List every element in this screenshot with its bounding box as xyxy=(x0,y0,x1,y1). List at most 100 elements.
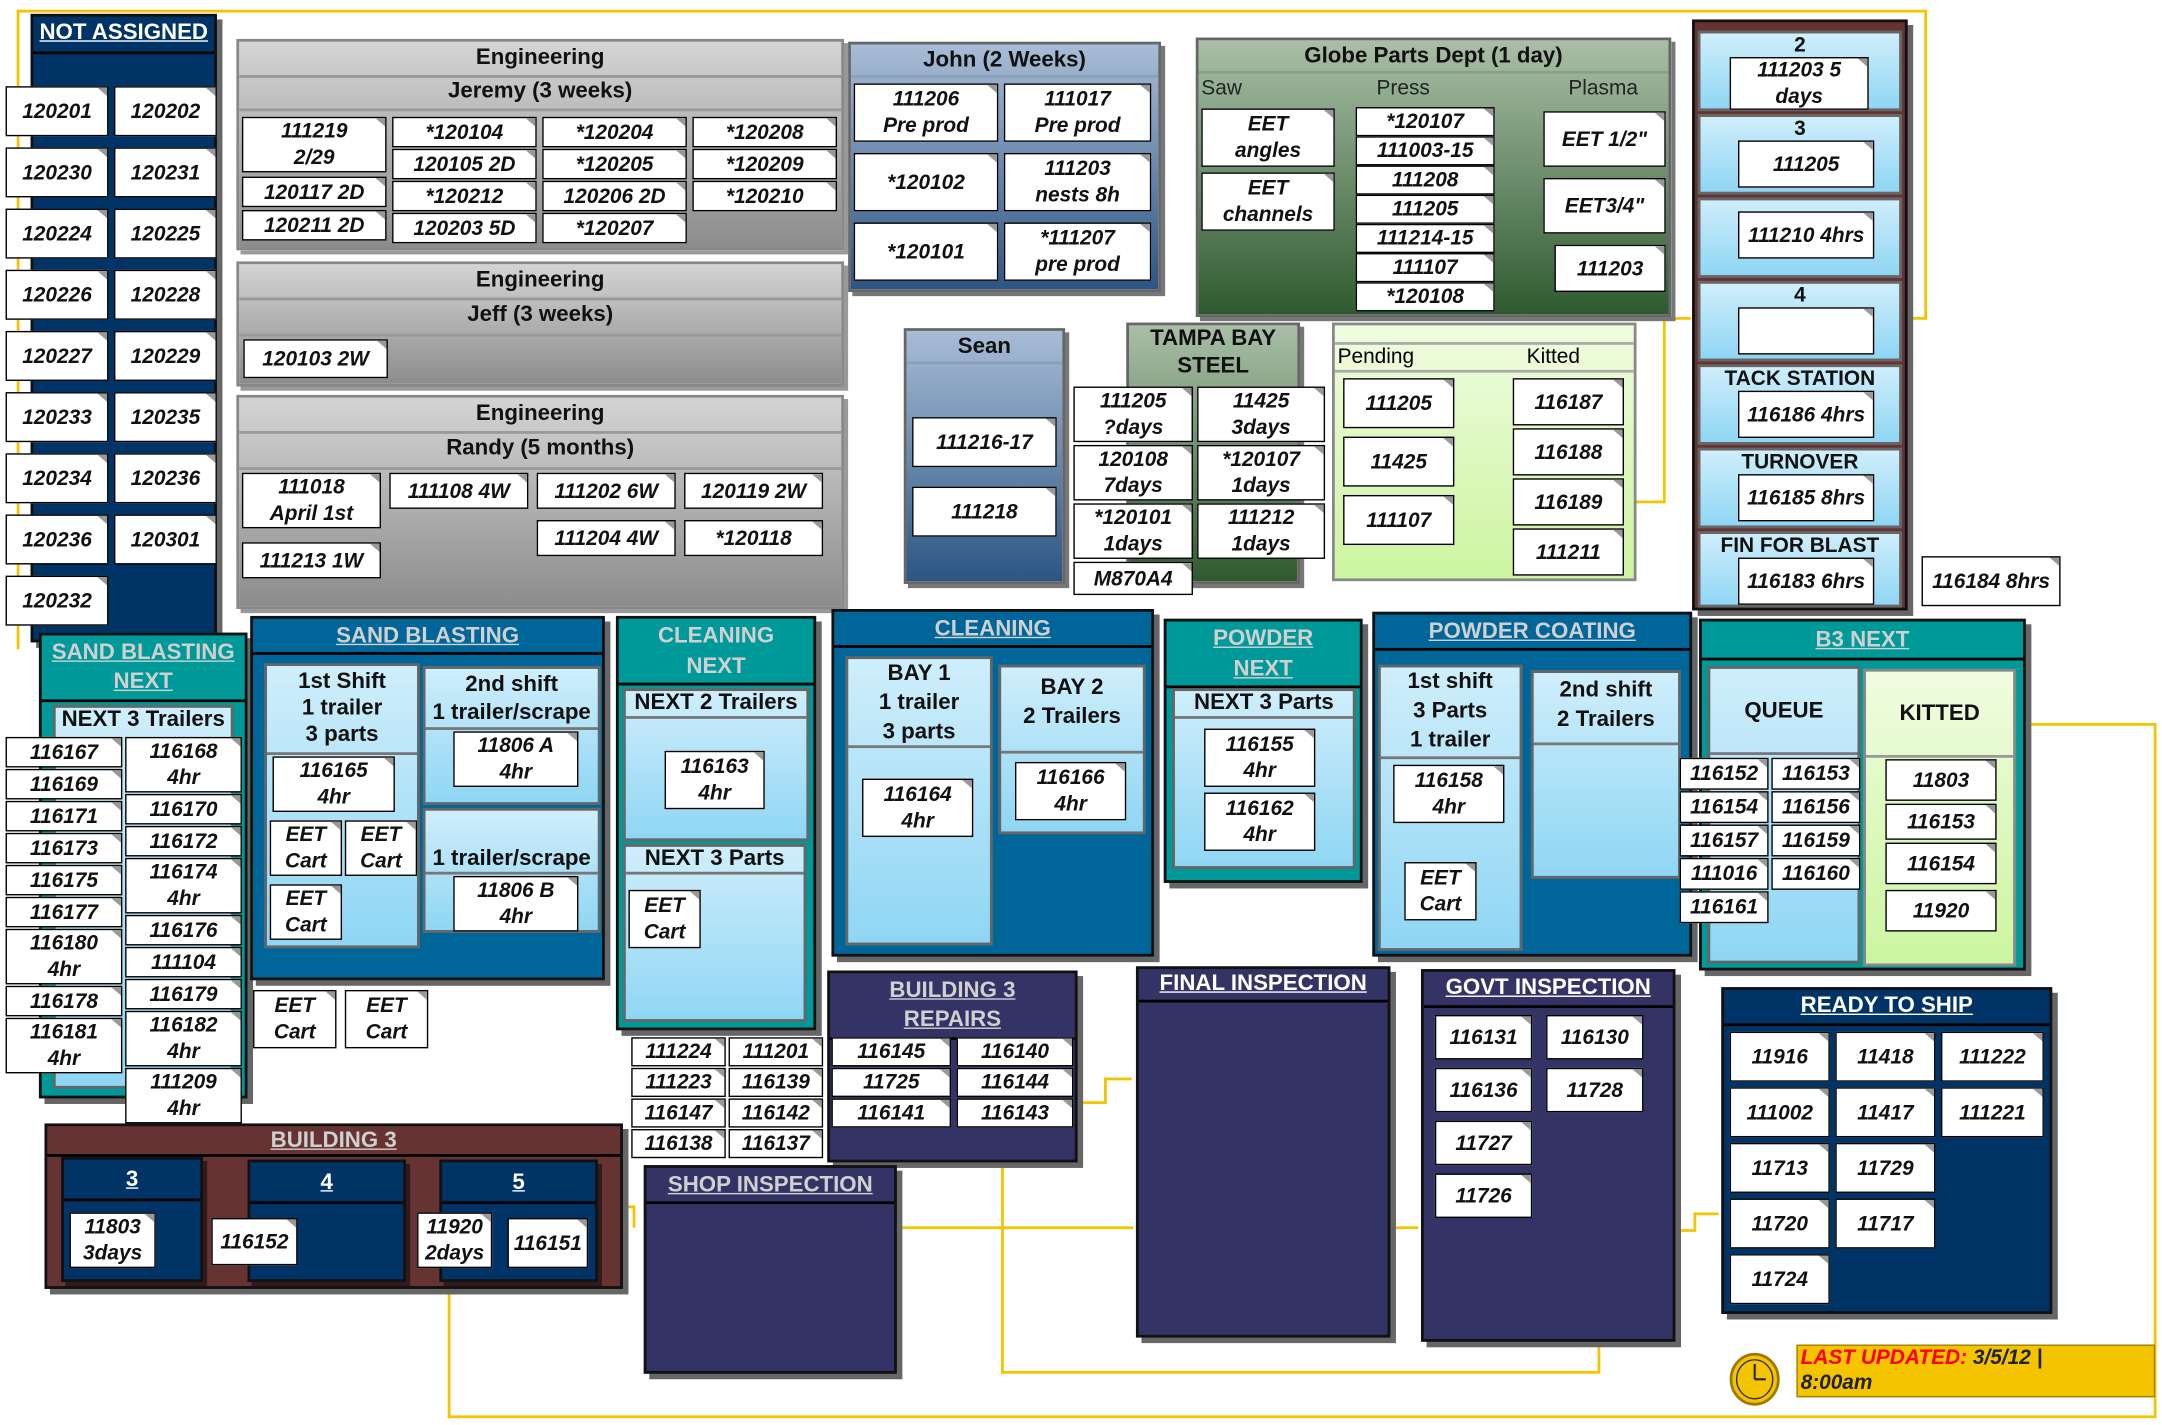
work-order-card[interactable]: 111104 xyxy=(125,946,242,978)
work-order-card[interactable]: 111222 xyxy=(1940,1031,2044,1082)
work-order-card[interactable]: 116154 xyxy=(1679,791,1769,824)
work-order-card[interactable]: 111221 xyxy=(1940,1087,2044,1138)
work-order-card[interactable]: 120235 xyxy=(114,392,217,443)
work-order-card[interactable]: 111212 1days xyxy=(1197,503,1326,559)
work-order-card[interactable]: 11803 xyxy=(1885,759,1997,801)
work-order-card[interactable]: 111203 5 days xyxy=(1729,57,1869,110)
work-order-card[interactable]: 116183 6hrs xyxy=(1738,557,1875,605)
work-order-card[interactable]: 120103 2W xyxy=(243,339,388,379)
work-order-card[interactable]: *120107 xyxy=(1355,107,1495,137)
work-order-card[interactable]: 111017 Pre prod xyxy=(1003,83,1152,142)
work-order-card[interactable]: 116184 8hrs xyxy=(1921,556,2061,607)
work-order-card[interactable]: 120201 xyxy=(5,86,109,137)
work-order-card[interactable]: 120231 xyxy=(114,147,217,198)
work-order-card[interactable]: 120236 xyxy=(114,453,217,504)
work-order-card[interactable]: 116151 xyxy=(507,1217,589,1269)
work-order-card[interactable]: 116161 xyxy=(1679,891,1769,924)
work-order-card[interactable]: 116163 4hr xyxy=(664,750,765,810)
work-order-card[interactable]: 111203 nests 8h xyxy=(1003,152,1152,212)
work-order-card[interactable]: 11724 xyxy=(1729,1254,1830,1305)
work-order-card[interactable]: 116144 xyxy=(956,1067,1074,1098)
work-order-card[interactable]: 116139 xyxy=(728,1067,824,1098)
work-order-card[interactable]: 116147 xyxy=(631,1098,726,1128)
work-order-card[interactable]: *120204 xyxy=(542,116,687,148)
work-order-card[interactable]: 116178 xyxy=(5,985,123,1017)
work-order-card[interactable]: 116177 xyxy=(5,896,123,928)
work-order-card[interactable]: 111107 xyxy=(1343,494,1455,546)
work-order-card[interactable]: 111018 April 1st xyxy=(241,472,381,529)
work-order-card[interactable]: 116162 4hr xyxy=(1204,792,1316,851)
work-order-card[interactable]: 120233 xyxy=(5,392,109,443)
work-order-card[interactable]: 116152 xyxy=(1679,757,1769,790)
work-order-card[interactable]: EET3/4" xyxy=(1543,177,1666,234)
work-order-card[interactable]: 120224 xyxy=(5,208,109,259)
work-order-card[interactable]: 111205 xyxy=(1343,378,1455,429)
work-order-card[interactable]: 11713 xyxy=(1729,1142,1830,1193)
work-order-card[interactable]: 120229 xyxy=(114,330,217,381)
work-order-card[interactable]: 116156 xyxy=(1771,791,1861,824)
work-order-card[interactable]: 116166 4hr xyxy=(1014,761,1127,821)
work-order-card[interactable]: 116186 4hrs xyxy=(1738,390,1875,438)
work-order-card[interactable]: 11806 A 4hr xyxy=(453,731,579,787)
work-order-card[interactable]: 111214-15 xyxy=(1355,223,1495,254)
work-order-card[interactable]: 116170 xyxy=(125,793,242,825)
work-order-card[interactable]: 116145 xyxy=(831,1037,952,1067)
work-order-card[interactable]: 116173 xyxy=(5,832,123,864)
work-order-card[interactable]: 111204 4W xyxy=(536,520,676,557)
work-order-card[interactable]: 116168 4hr xyxy=(125,736,242,793)
work-order-card[interactable]: 111107 xyxy=(1355,253,1495,283)
work-order-card[interactable]: 116169 xyxy=(5,768,123,800)
work-order-card[interactable]: 11920 2days xyxy=(417,1212,493,1269)
work-order-card[interactable]: EET Cart xyxy=(344,989,429,1049)
work-order-card[interactable]: 120211 2D xyxy=(241,209,387,241)
work-order-card[interactable]: 11727 xyxy=(1434,1120,1533,1166)
work-order-card[interactable]: 111003-15 xyxy=(1355,136,1495,166)
work-order-card[interactable]: 11717 xyxy=(1835,1198,1936,1249)
work-order-card[interactable]: 116185 8hrs xyxy=(1738,474,1875,522)
work-order-card[interactable]: *120102 xyxy=(853,152,999,212)
work-order-card[interactable]: 120230 xyxy=(5,147,109,198)
work-order-card[interactable]: 120117 2D xyxy=(241,176,387,208)
work-order-card[interactable]: 11725 xyxy=(831,1067,952,1098)
work-order-card[interactable]: *120101 1days xyxy=(1073,503,1193,559)
work-order-card[interactable]: *120107 1days xyxy=(1197,444,1326,501)
work-order-card[interactable]: 116181 4hr xyxy=(5,1017,123,1074)
work-order-card[interactable]: 11417 xyxy=(1835,1087,1936,1138)
work-order-card[interactable]: 120228 xyxy=(114,269,217,320)
work-order-card[interactable]: EET Cart xyxy=(344,820,418,876)
work-order-card[interactable]: 120301 xyxy=(114,514,217,565)
work-order-card[interactable]: 116175 xyxy=(5,864,123,896)
work-order-card[interactable]: 116157 xyxy=(1679,824,1769,857)
work-order-card[interactable]: 120226 xyxy=(5,269,109,320)
work-order-card[interactable]: 116131 xyxy=(1434,1014,1533,1060)
work-order-card[interactable]: 11425 xyxy=(1343,436,1455,487)
work-order-card[interactable]: EET Cart xyxy=(253,989,337,1049)
work-order-card[interactable]: 111216-17 xyxy=(912,417,1057,468)
work-order-card[interactable]: 11728 xyxy=(1546,1067,1644,1113)
work-order-card[interactable]: 116136 xyxy=(1434,1067,1533,1113)
work-order-card[interactable]: 120203 5D xyxy=(392,212,537,244)
work-order-card[interactable]: 120234 xyxy=(5,453,109,504)
work-order-card[interactable]: 11806 B 4hr xyxy=(453,875,579,932)
work-order-card[interactable]: 120236 xyxy=(5,514,109,565)
work-order-card[interactable]: 116187 xyxy=(1512,378,1624,426)
work-order-card[interactable]: 116165 4hr xyxy=(272,756,395,812)
work-order-card[interactable]: 116188 xyxy=(1512,428,1624,476)
work-order-card[interactable]: 11803 3days xyxy=(69,1212,156,1269)
work-order-card[interactable]: 120105 2D xyxy=(392,148,537,180)
work-order-card[interactable]: 116182 4hr xyxy=(125,1010,242,1067)
work-order-card[interactable]: 111208 xyxy=(1355,165,1495,195)
work-order-card[interactable]: 116167 xyxy=(5,736,123,768)
work-order-card[interactable]: EET 1/2" xyxy=(1543,111,1666,167)
work-order-card[interactable]: EET Cart xyxy=(628,889,701,949)
work-order-card[interactable]: 111206 Pre prod xyxy=(853,83,999,142)
work-order-card[interactable]: *120207 xyxy=(542,212,687,244)
work-order-card[interactable]: *120210 xyxy=(692,180,838,212)
work-order-card[interactable]: 111224 xyxy=(631,1037,726,1067)
work-order-card[interactable]: 111211 xyxy=(1512,528,1624,576)
work-order-card[interactable]: 116158 4hr xyxy=(1393,764,1505,824)
work-order-card[interactable]: 111201 xyxy=(728,1037,824,1067)
work-order-card[interactable]: 111210 4hrs xyxy=(1738,211,1875,259)
work-order-card[interactable]: 116152 xyxy=(211,1217,298,1266)
work-order-card[interactable]: 120108 7days xyxy=(1073,444,1193,501)
